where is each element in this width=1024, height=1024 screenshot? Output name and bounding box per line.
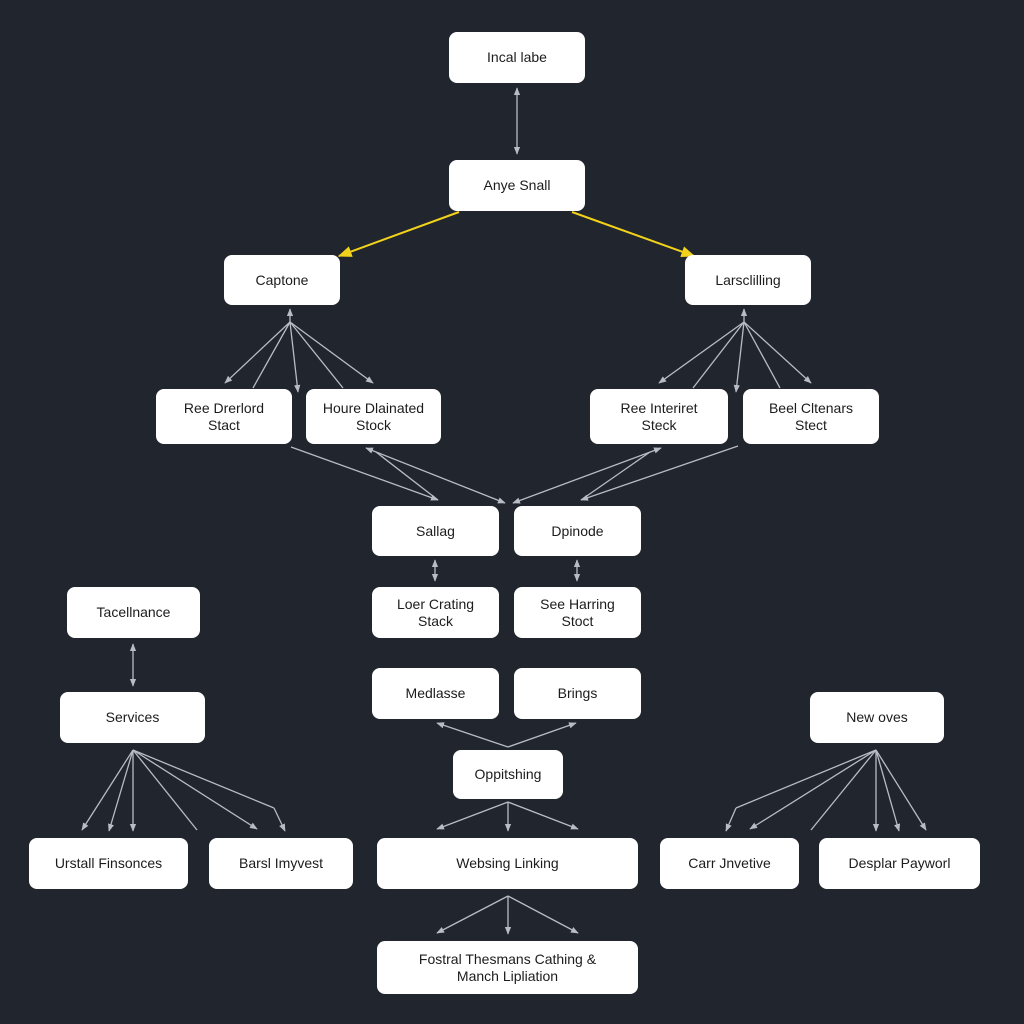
- node-urstall-finsonces[interactable]: Urstall Finsonces: [29, 838, 188, 889]
- edge-n15-n16-c: [507, 801, 579, 830]
- edge-n05-n09: [290, 446, 439, 501]
- edge-services-fan-1: [81, 749, 134, 831]
- node-houre-dlainated-stock[interactable]: Houre Dlainated Stock: [306, 389, 441, 444]
- node-see-harring-stoct[interactable]: See Harring Stoct: [514, 587, 641, 638]
- node-websing-linking[interactable]: Websing Linking: [377, 838, 638, 889]
- edge-newoves-fan-6: [875, 749, 901, 832]
- node-barsl-imyvest[interactable]: Barsl Imyvest: [209, 838, 353, 889]
- edge-lars-fan-5: [743, 321, 812, 384]
- edge-n15-n14: [507, 722, 577, 748]
- edge-n02-n03-highlight: [337, 211, 460, 257]
- edge-newoves-fan-1: [735, 749, 877, 809]
- edge-newoves-fan-3: [749, 749, 877, 830]
- node-beel-cltenars-stect[interactable]: Beel Cltenars Stect: [743, 389, 879, 444]
- edge-services-fan-7: [273, 807, 286, 832]
- node-larsclilling[interactable]: Larsclilling: [685, 255, 811, 305]
- edge-n16-n17-a: [436, 895, 509, 934]
- edge-lars-fan-4: [743, 321, 781, 389]
- node-captone[interactable]: Captone: [224, 255, 340, 305]
- node-incal-labe[interactable]: Incal labe: [449, 32, 585, 83]
- edge-n06-n09b: [375, 451, 439, 501]
- edge-n07-n10: [512, 447, 662, 504]
- edge-services-fan-4: [132, 749, 198, 831]
- edge-captone-fan-2: [252, 321, 291, 389]
- node-desplar-payworl[interactable]: Desplar Payworl: [819, 838, 980, 889]
- edge-captone-fan-3: [289, 321, 301, 393]
- edge-services-fan-2: [108, 749, 134, 832]
- node-fostral-thesmans[interactable]: Fostral Thesmans Cathing & Manch Lipliat…: [377, 941, 638, 994]
- node-carr-jnvetive[interactable]: Carr Jnvetive: [660, 838, 799, 889]
- node-dpinode[interactable]: Dpinode: [514, 506, 641, 556]
- edge-newoves-fan-7: [875, 749, 927, 831]
- node-oppitshing[interactable]: Oppitshing: [453, 750, 563, 799]
- edge-lars-fan-3: [733, 321, 745, 393]
- node-ree-drerlord-stact[interactable]: Ree Drerlord Stact: [156, 389, 292, 444]
- edge-newoves-fan-4: [810, 749, 877, 831]
- edge-n15-n13: [436, 722, 509, 748]
- node-loer-crating-stack[interactable]: Loer Crating Stack: [372, 587, 499, 638]
- edge-n15-n16-a: [436, 801, 509, 830]
- edge-captone-fan-5: [289, 321, 374, 384]
- edge-n08-n10b: [580, 451, 651, 501]
- edge-captone-fan-4: [289, 321, 344, 389]
- node-new-oves[interactable]: New oves: [810, 692, 944, 743]
- edge-n02-n04-highlight: [571, 211, 696, 257]
- edge-captone-fan-1: [224, 321, 291, 384]
- edge-lars-fan-1: [658, 321, 745, 384]
- node-ree-interiret-steck[interactable]: Ree Interiret Steck: [590, 389, 728, 444]
- node-medlasse[interactable]: Medlasse: [372, 668, 499, 719]
- node-brings[interactable]: Brings: [514, 668, 641, 719]
- node-tacellnance[interactable]: Tacellnance: [67, 587, 200, 638]
- node-anye-snall[interactable]: Anye Snall: [449, 160, 585, 211]
- node-services[interactable]: Services: [60, 692, 205, 743]
- edge-n08-n10: [580, 445, 739, 501]
- edge-services-fan-5: [132, 749, 258, 830]
- edge-n06-n09: [365, 447, 506, 504]
- edge-newoves-fan-2: [725, 807, 737, 832]
- edge-lars-fan-2: [692, 321, 745, 389]
- edge-services-fan-6: [132, 749, 275, 809]
- edge-n16-n17-c: [507, 895, 579, 934]
- node-sallag[interactable]: Sallag: [372, 506, 499, 556]
